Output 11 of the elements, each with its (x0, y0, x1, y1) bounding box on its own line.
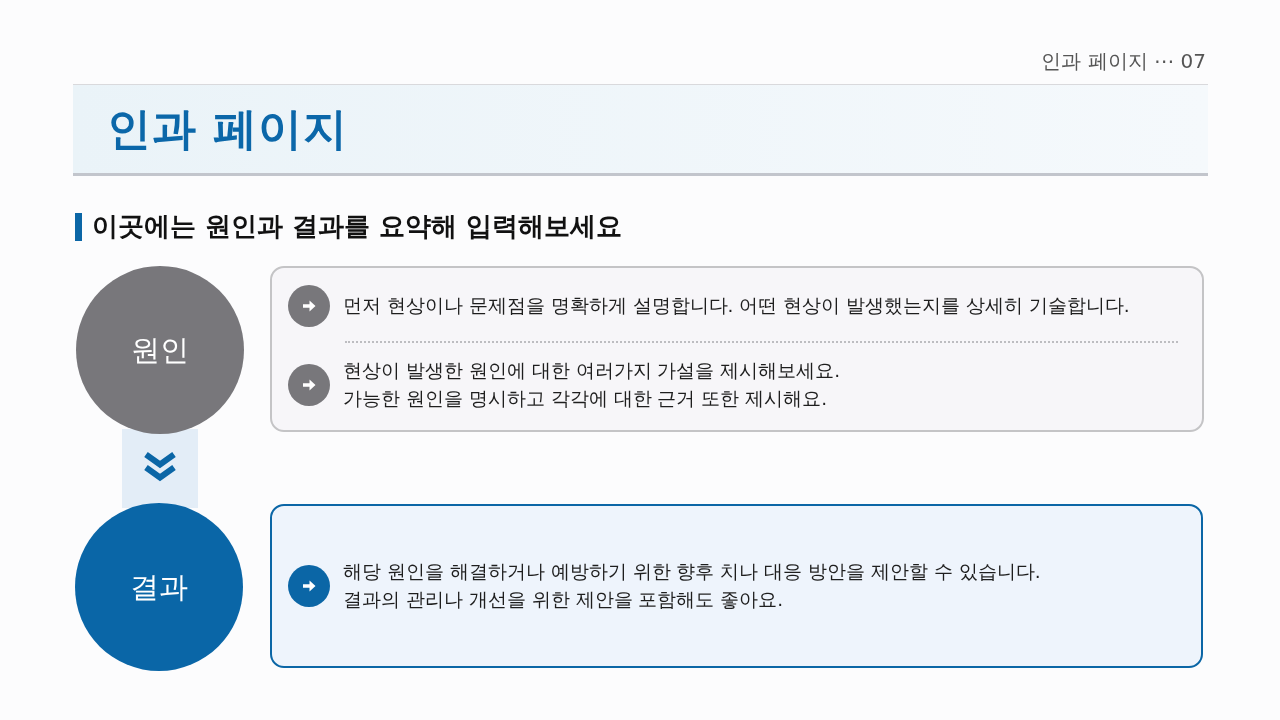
page-title: 인과 페이지 (107, 104, 349, 154)
flow-arrow (122, 429, 198, 508)
description-panel (270, 504, 1203, 668)
description-panel (270, 266, 1204, 432)
section-heading: 이곳에는 원인과 결과를 요약해 입력해보세요 (92, 210, 623, 243)
stage-circle: 원인 (76, 266, 244, 434)
description-text: 먼저 현상이나 문제점을 명확하게 설명합니다. 어떤 현상이 발생했는지를 상세히 기술합니다. (343, 294, 1130, 318)
description-text: 현상이 발생한 원인에 대한 여러가지 가설을 제시해보세요. 가능한 원인을 명시하고 각각에 대한 근거 또한 제시해요. (343, 359, 842, 411)
page-header-text: 인과 페이지 ⋯ 07 (1041, 48, 1206, 75)
stage-circle: 결과 (75, 503, 243, 671)
description-text: 해당 원인을 해결하거나 예방하기 위한 향후 치나 대응 방안을 제안할 수 있습니다. 결과의 관리나 개선을 위한 제안을 포함해도 좋아요. (343, 560, 1042, 612)
